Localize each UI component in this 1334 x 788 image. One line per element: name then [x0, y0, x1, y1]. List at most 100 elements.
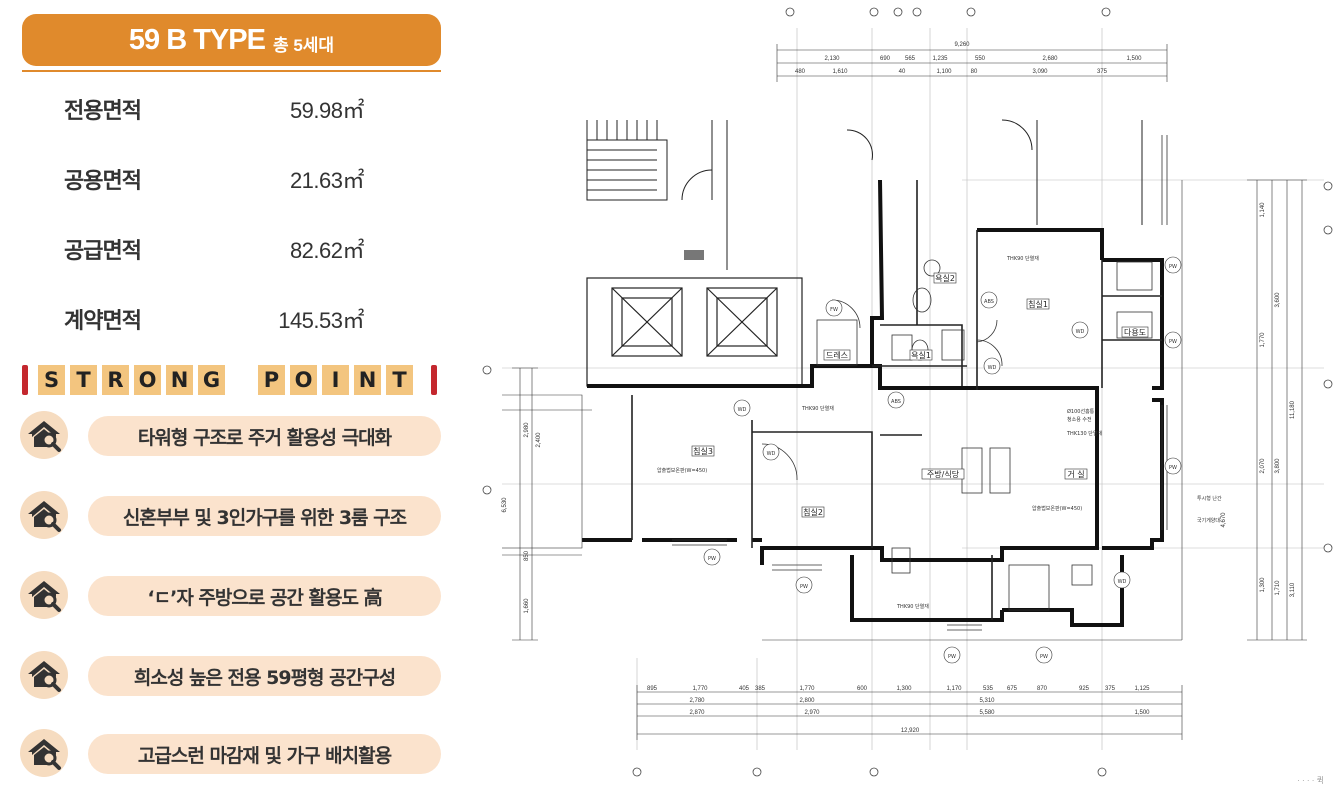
dim-right: 3,800 [1275, 458, 1281, 474]
note: THK90 단열재 [1006, 255, 1039, 262]
point-text: 고급스런 마감재 및 가구 배치활용 [88, 734, 441, 774]
house-search-icon [20, 651, 68, 699]
strong-point-letter: I [322, 365, 349, 395]
dim-bottom: 600 [857, 686, 868, 692]
note: THK130 단열재 [1066, 430, 1102, 437]
house-search-icon [20, 729, 68, 777]
watermark: · · · · 퀵 [1297, 776, 1324, 785]
area-row: 공용면적 21.63㎡ [0, 157, 460, 197]
point-item: ‘ㄷ’자 주방으로 공간 활용도 高 [20, 571, 444, 621]
dim-bottom: 870 [1037, 686, 1048, 692]
point-item: 신혼부부 및 3인가구를 위한 3룸 구조 [20, 491, 444, 541]
dim-right: 1,710 [1275, 580, 1281, 596]
dim-top: 1,235 [932, 56, 948, 62]
dim-bottom: 1,770 [692, 686, 708, 692]
dim-bottom-total: 12,920 [901, 728, 920, 734]
dim-top-total: 9,260 [954, 42, 970, 48]
area-label: 공급면적 [64, 239, 142, 264]
strong-point-letter: T [386, 365, 413, 395]
strong-point-letter: N [354, 365, 381, 395]
dim-top: 1,100 [936, 69, 952, 75]
floor-plan-drawing: 9,260 2,130 690 565 1,235 550 2,680 1,50… [482, 7, 1333, 777]
marker-label: ABS [891, 399, 901, 405]
room-bedroom2: 침실2 [803, 507, 823, 517]
marker-label: ABS [984, 299, 994, 305]
dim-bottom: 2,780 [689, 698, 705, 704]
marker-label: PW [1040, 654, 1048, 660]
unit-type-title: 59 B TYPE [128, 23, 266, 56]
note: THK90 단열재 [801, 405, 834, 412]
dim-bottom: 405 [739, 686, 750, 692]
house-search-icon [20, 411, 68, 459]
point-text: 신혼부부 및 3인가구를 위한 3룸 구조 [88, 496, 441, 536]
dim-top: 2,680 [1042, 56, 1058, 62]
area-value: 82.62㎡ [289, 238, 365, 263]
strong-point-letter: T [70, 365, 97, 395]
note: Ø100선홈통 [1067, 408, 1095, 415]
point-item: 타워형 구조로 주거 활용성 극대화 [20, 411, 444, 461]
dim-bottom: 1,170 [946, 686, 962, 692]
room-living: 거 실 [1067, 469, 1084, 479]
marker-label: PW [1169, 339, 1177, 345]
dim-top: 690 [880, 56, 891, 62]
dim-left: 1,660 [524, 598, 530, 614]
dim-left: 2,980 [524, 422, 530, 438]
dim-top: 480 [795, 69, 806, 75]
marker-label: PW [948, 654, 956, 660]
dim-bottom: 535 [983, 686, 994, 692]
dim-bottom: 375 [1105, 686, 1116, 692]
dim-bottom: 2,800 [799, 698, 815, 704]
dim-top: 550 [975, 56, 986, 62]
marker-label: WD [738, 407, 747, 413]
dim-bottom: 1,300 [896, 686, 912, 692]
dim-bottom: 2,970 [804, 710, 820, 716]
marker-label: WD [988, 365, 997, 371]
point-text: ‘ㄷ’자 주방으로 공간 활용도 高 [88, 576, 441, 616]
marker-label: PW [800, 584, 808, 590]
house-search-icon [20, 571, 68, 619]
area-label: 계약면적 [64, 309, 142, 334]
marker-label: PW [1169, 465, 1177, 471]
dim-bottom: 5,310 [979, 698, 995, 704]
dim-right: 1,300 [1260, 577, 1266, 593]
dim-bottom: 895 [647, 686, 658, 692]
strong-point-cap-left [22, 365, 28, 395]
households-count: 총 5세대 [272, 35, 335, 55]
dim-left: 2,400 [536, 432, 542, 448]
dim-right: 1,140 [1260, 202, 1266, 218]
dim-top: 565 [905, 56, 916, 62]
strong-point-letter: G [198, 365, 225, 395]
dim-bottom: 925 [1079, 686, 1090, 692]
point-text: 타워형 구조로 주거 활용성 극대화 [88, 416, 441, 456]
marker-label: PW [708, 556, 716, 562]
strong-point-letter: O [290, 365, 317, 395]
marker-label: WD [767, 451, 776, 457]
dim-top: 40 [899, 69, 906, 75]
area-row: 전용면적 59.98㎡ [0, 87, 460, 127]
strong-point-letter: P [258, 365, 285, 395]
room-utility: 다용도 [1124, 328, 1146, 337]
strong-point-letter: O [134, 365, 161, 395]
note: 압출법보온판(W=450) [657, 467, 707, 474]
area-row: 공급면적 82.62㎡ [0, 227, 460, 267]
room-bath1: 욕실2 [935, 273, 955, 283]
unit-info-panel: 59 B TYPE 총 5세대 전용면적 59.98㎡ 공용면적 21.63㎡ … [0, 0, 460, 788]
strong-point-letter: R [102, 365, 129, 395]
room-kitchen: 주방/식당 [927, 469, 960, 479]
strong-point-cap-right [431, 365, 437, 395]
dim-bottom: 675 [1007, 686, 1018, 692]
strong-point-letter: S [38, 365, 65, 395]
point-item: 희소성 높은 전용 59평형 공간구성 [20, 651, 444, 701]
dim-bottom: 1,125 [1134, 686, 1150, 692]
area-value: 145.53㎡ [278, 308, 364, 333]
strong-point-letter: N [166, 365, 193, 395]
strong-point-bar: S T R O N G P O I N T [22, 365, 441, 395]
point-text: 희소성 높은 전용 59평형 공간구성 [88, 656, 441, 696]
marker-label: FW [830, 307, 838, 313]
dim-top: 1,610 [832, 69, 848, 75]
dim-right: 2,070 [1260, 458, 1266, 474]
marker-label: WD [1076, 329, 1085, 335]
room-labels: 침실3 침실2 침실1 주방/식당 거 실 욕실2 욕실1 드레스 다용도 [691, 272, 1149, 518]
area-label: 공용면적 [64, 169, 142, 194]
dim-left: 850 [524, 550, 530, 561]
